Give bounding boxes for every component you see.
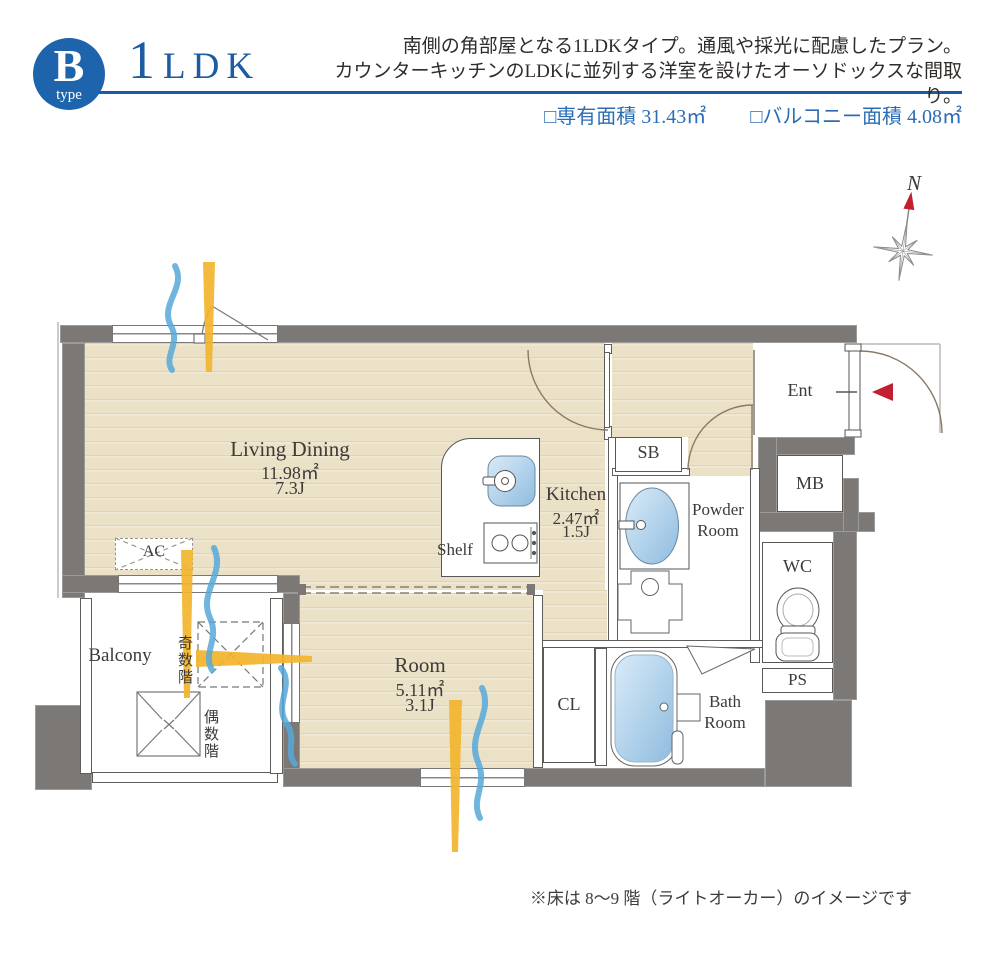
floor-color-note: ※床は 8〜9 階（ライトオーカー）のイメージです	[529, 889, 912, 908]
hatch-odd-floors	[197, 621, 264, 688]
balcony-railing-east	[270, 598, 283, 774]
wall-mb-right-notch	[843, 478, 859, 532]
living-dining-tatami: 7.3J	[275, 478, 305, 498]
type-badge-sub: type	[56, 86, 82, 103]
sb-label: SB	[637, 442, 660, 462]
header-rule	[60, 91, 962, 94]
floor-hallway	[612, 343, 753, 437]
window-room-west	[283, 623, 300, 723]
door-arc-entrance	[859, 350, 943, 434]
wall-west	[62, 343, 85, 598]
bath-room-label-1: Bath	[708, 692, 742, 711]
plan-description-line1: 南側の角部屋となる1LDKタイプ。通風や採光に配慮したプラン。	[402, 36, 962, 57]
bath-room-label-2: Room	[704, 713, 746, 732]
vanity-sink	[618, 482, 690, 570]
floor-kitchen-walkway	[543, 590, 607, 648]
entrance-arrow-icon	[872, 383, 893, 401]
room-area: 5.11㎡	[395, 680, 445, 700]
hatch-odd-label: 奇数階	[176, 634, 192, 686]
powder-room-label-2: Room	[697, 521, 739, 540]
compass-north-label: N	[906, 171, 921, 195]
wall-east-wc	[833, 530, 857, 700]
wc-label: WC	[783, 556, 812, 576]
plan-title-unit: LDK	[163, 46, 261, 87]
window-living-north	[112, 325, 278, 343]
exclusive-area-label: □専有面積 31.43㎡	[544, 106, 707, 128]
window-room-south	[420, 768, 525, 787]
floor-room	[300, 593, 533, 768]
mb-label: MB	[795, 473, 824, 493]
plan-description-line2: カウンターキッチンのLDKに並列する洋室を設けたオーソドックスな間取り。	[334, 61, 962, 107]
balcony-area-label: □バルコニー面積 4.08㎡	[750, 106, 962, 128]
plan-description: 南側の角部屋となる1LDKタイプ。通風や採光に配慮したプラン。 カウンターキッチ…	[300, 34, 962, 109]
compass-rose	[873, 191, 933, 281]
kitchen-label: Kitchen	[545, 484, 607, 505]
closet-cl	[543, 647, 595, 763]
wall-southeast-mass	[765, 700, 852, 787]
kitchen-tatami: 1.5J	[562, 522, 590, 541]
window-living-balcony	[118, 575, 278, 593]
hatch-even-floors	[136, 691, 201, 757]
bathtub	[610, 650, 678, 767]
ac-label: AC	[142, 543, 166, 560]
door-leaf-ldk	[604, 352, 610, 428]
powder-room-label-1: Powder	[692, 500, 744, 519]
ps-label: PS	[788, 670, 807, 689]
washer-pan	[617, 570, 683, 634]
pipe-space-ps	[762, 668, 833, 693]
balcony-railing-west	[80, 598, 92, 774]
partition-room-east	[533, 595, 543, 768]
ent-label: Ent	[787, 380, 813, 400]
room-tatami: 3.1J	[405, 695, 435, 715]
balcony-label: Balcony	[88, 645, 152, 666]
room-label: Room	[394, 653, 446, 677]
hatch-even-label: 偶数階	[202, 708, 218, 760]
entrance-door-slab	[844, 343, 862, 438]
plan-title-number: 1	[128, 30, 155, 90]
cl-label: CL	[557, 694, 581, 714]
floor-hallway-powder-doorway	[688, 437, 753, 476]
shelf-label: Shelf	[437, 540, 473, 559]
balcony-railing-south	[92, 772, 278, 783]
type-badge: B type	[33, 38, 105, 110]
partition-powder-east	[750, 468, 760, 663]
area-figures: □専有面積 31.43㎡ □バルコニー面積 4.08㎡	[420, 100, 962, 129]
type-badge-letter: B	[53, 39, 85, 91]
partition-cl-bath	[595, 648, 607, 766]
